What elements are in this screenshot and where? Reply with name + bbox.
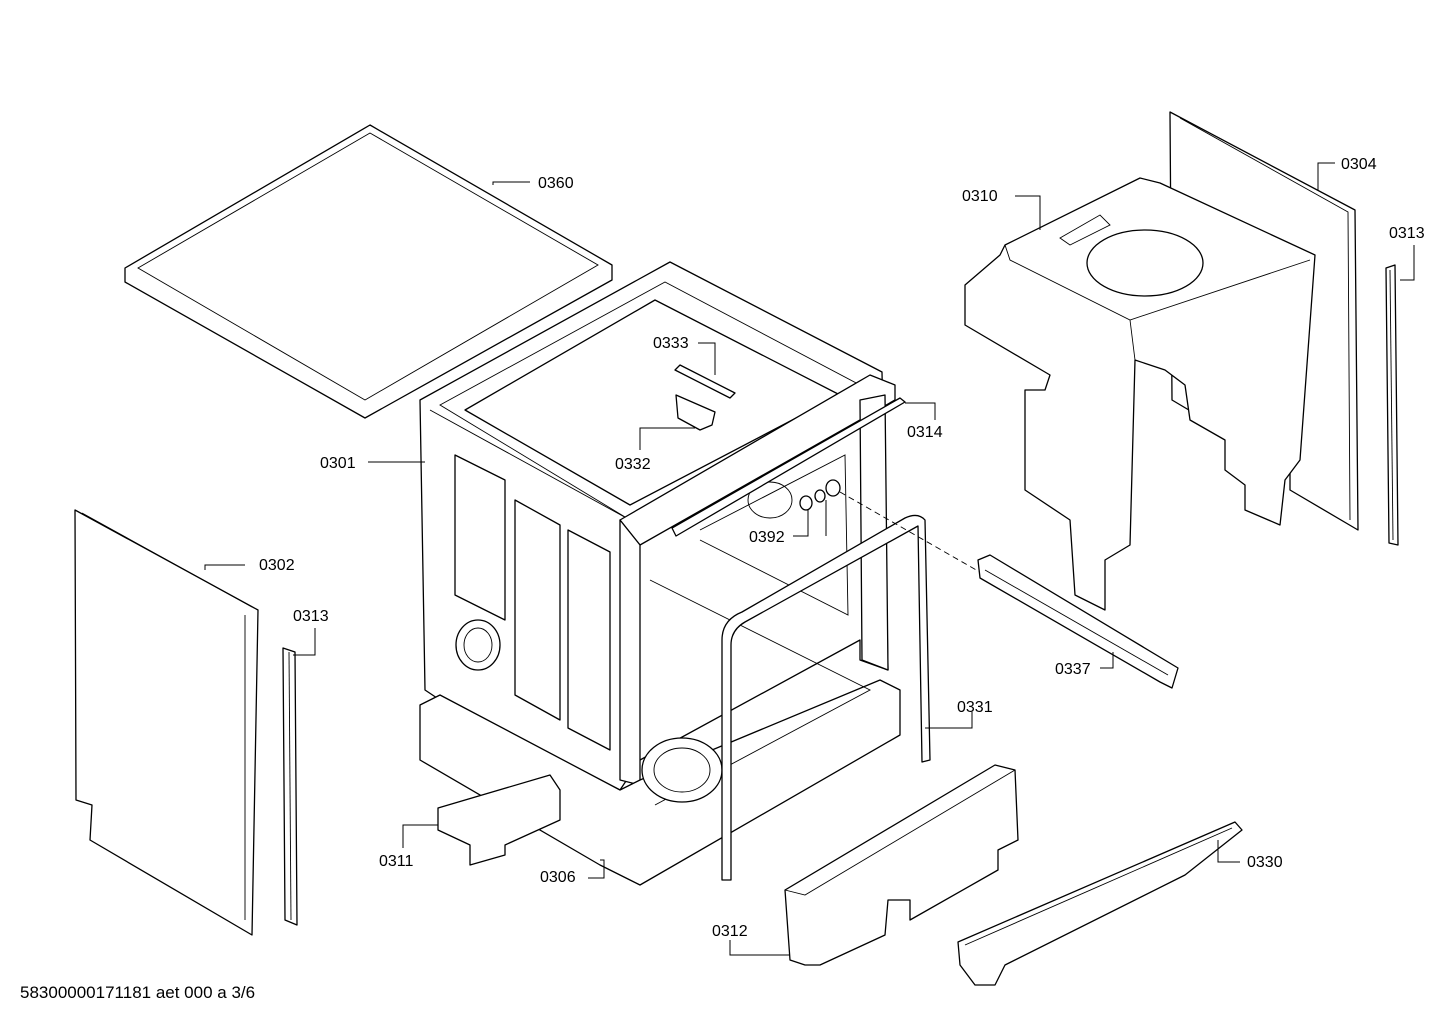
part-insulation-block-front	[784, 764, 1019, 966]
callout-0302: 0302	[259, 557, 295, 574]
leader-lines	[204, 162, 1415, 956]
callout-0310: 0310	[962, 188, 998, 205]
part-fittings-0392	[799, 479, 986, 576]
callout-0313-right: 0313	[1389, 225, 1425, 242]
callout-0304: 0304	[1341, 156, 1377, 173]
callout-0392: 0392	[749, 529, 785, 546]
part-insulation-mat	[964, 177, 1316, 611]
part-spray-arm	[977, 554, 1179, 689]
callout-0330: 0330	[1247, 854, 1283, 871]
part-insulation-block	[437, 774, 561, 866]
part-tub-frame	[419, 261, 896, 791]
part-front-rail	[671, 397, 906, 537]
part-worktop-cover	[124, 124, 613, 419]
callout-0311: 0311	[379, 853, 414, 870]
part-kick-plate	[957, 821, 1243, 986]
part-basket-rail	[721, 514, 931, 881]
callout-0333: 0333	[653, 335, 689, 352]
part-side-panel-left	[74, 509, 259, 936]
callout-0332: 0332	[615, 456, 651, 473]
callout-0306: 0306	[540, 869, 576, 886]
callout-0360: 0360	[538, 175, 574, 192]
callout-0313-left: 0313	[293, 608, 329, 625]
part-seal-strip-left	[282, 647, 298, 926]
callout-0337: 0337	[1055, 661, 1091, 678]
part-small-fittings	[674, 364, 736, 431]
callout-0301: 0301	[320, 455, 356, 472]
part-seal-strip-right	[1385, 264, 1399, 546]
callout-0331: 0331	[957, 699, 993, 716]
callout-0312: 0312	[712, 923, 748, 940]
drawing-footer-id: 58300000171181 aet 000 a 3/6	[20, 983, 256, 1002]
callout-0314: 0314	[907, 424, 943, 441]
